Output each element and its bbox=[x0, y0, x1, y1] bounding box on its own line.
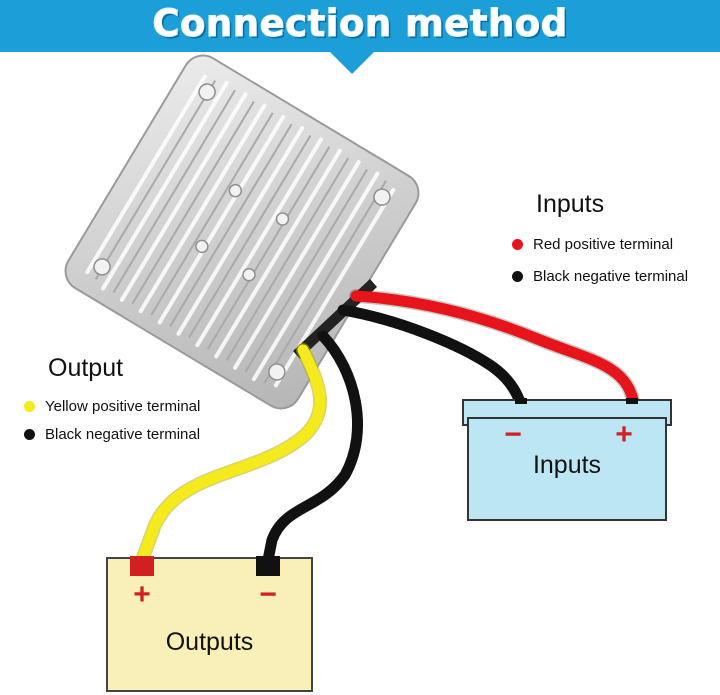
black-output-wire bbox=[262, 330, 363, 566]
input-battery-box bbox=[462, 398, 672, 521]
black-dot-icon bbox=[24, 429, 35, 440]
input-plus-sign: + bbox=[615, 418, 633, 451]
header-notch bbox=[330, 52, 374, 74]
black-dot-icon bbox=[512, 271, 523, 282]
output-battery-box bbox=[106, 556, 313, 692]
black-input-wire bbox=[337, 304, 526, 408]
legend-item-label: Black negative terminal bbox=[533, 268, 689, 285]
legend-item-label: Red positive terminal bbox=[533, 236, 674, 253]
output-plus-sign: + bbox=[133, 578, 151, 611]
red-dot-icon bbox=[512, 239, 523, 250]
output-box-label: Outputs bbox=[165, 628, 254, 656]
legend-item-yellow-positive: Yellow positive terminal bbox=[24, 398, 200, 415]
output-minus-sign: − bbox=[259, 578, 277, 611]
legend-item-label: Yellow positive terminal bbox=[45, 398, 201, 415]
header-banner bbox=[0, 0, 720, 52]
legend-item-label: Black negative terminal bbox=[45, 426, 201, 443]
yellow-output-wire bbox=[136, 344, 326, 566]
legend-item-black-negative-output: Black negative terminal bbox=[24, 426, 200, 443]
red-input-wire bbox=[350, 290, 639, 406]
inputs-legend-title: Inputs bbox=[536, 190, 605, 218]
legend-item-red-positive: Red positive terminal bbox=[512, 236, 673, 253]
input-minus-sign: − bbox=[504, 418, 522, 451]
yellow-dot-icon bbox=[24, 401, 35, 412]
output-legend-title: Output bbox=[48, 354, 124, 382]
input-box-label: Inputs bbox=[532, 451, 602, 479]
legend-item-black-negative-input: Black negative terminal bbox=[512, 268, 688, 285]
page-title: Connection method bbox=[152, 2, 568, 46]
